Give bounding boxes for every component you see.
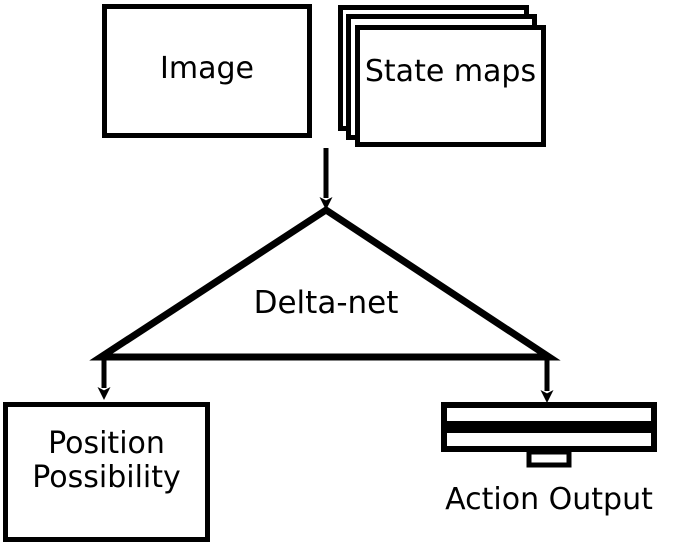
image-box	[102, 4, 312, 138]
action-output-label: Action Output	[445, 482, 653, 517]
state-maps-box-label: State maps	[364, 54, 537, 89]
position-possibility-box	[3, 402, 210, 542]
image-box-label: Image	[160, 51, 254, 86]
action-output-bar-1	[441, 402, 657, 427]
action-output-bar-2	[441, 427, 657, 452]
delta-net-triangle	[89, 205, 561, 361]
delta-net-label: Delta-net	[253, 285, 399, 321]
state-maps-box-front	[355, 25, 546, 147]
action-output-bar-3	[526, 449, 572, 468]
position-possibility-label: Position Possibility	[32, 426, 181, 495]
